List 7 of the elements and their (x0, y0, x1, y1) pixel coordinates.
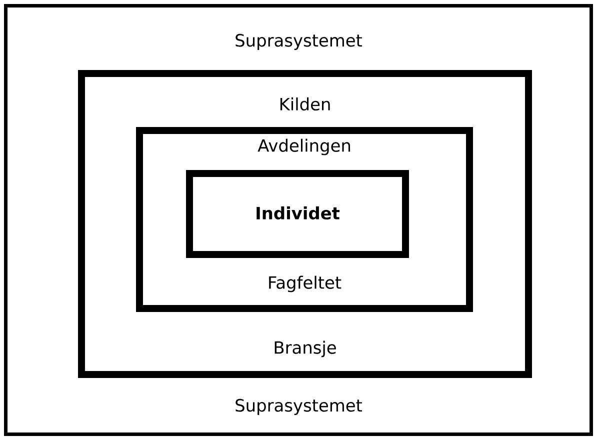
box-label: Avdelingen (258, 138, 350, 156)
box-label: Suprasystemet (236, 34, 362, 50)
box-label: Suprasystemet (236, 398, 362, 416)
box-label: Bransje (274, 340, 336, 358)
box-label: Individet (256, 206, 340, 220)
box-label: Kilden (280, 97, 330, 111)
box-label: Fagfeltet (269, 276, 342, 292)
